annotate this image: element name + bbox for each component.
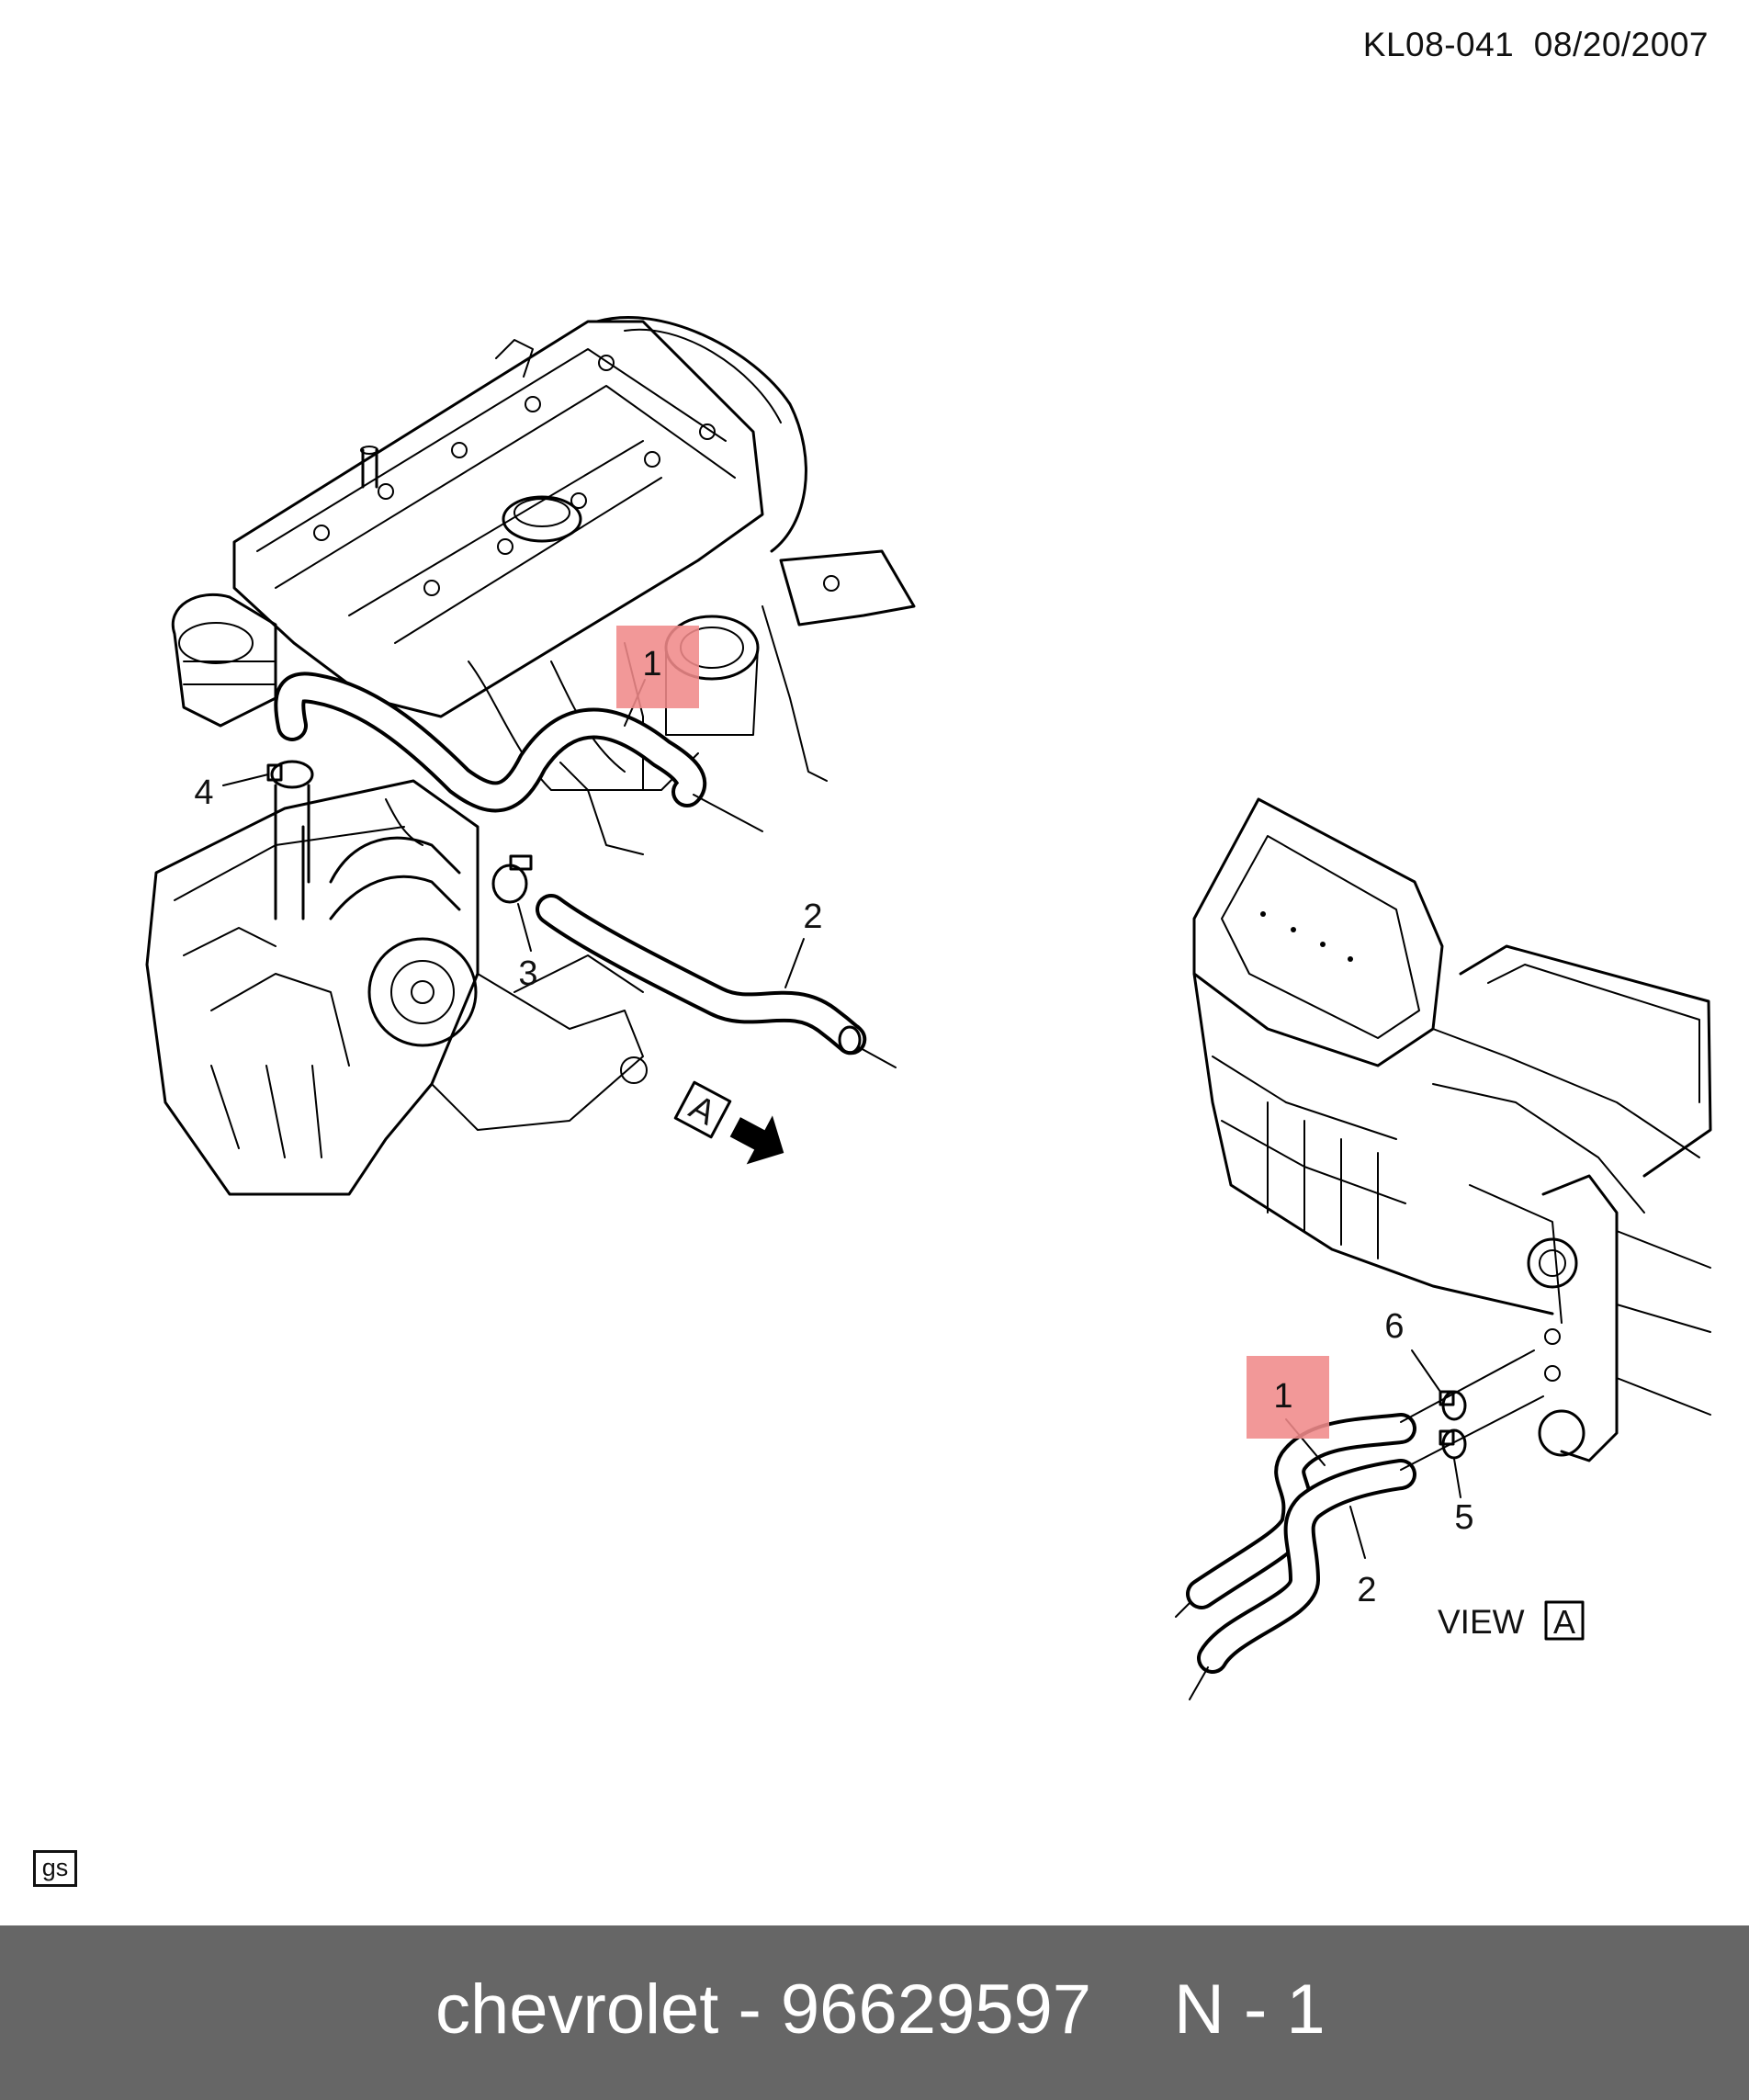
footer-bar: chevrolet - 96629597 N - 1: [0, 1925, 1749, 2100]
callout-4: 4: [194, 773, 213, 812]
callout-1-upper: 1: [642, 645, 661, 683]
hose-clamp-3: [491, 854, 533, 952]
callout-5: 5: [1454, 1498, 1473, 1537]
callout-1-lower: 1: [1273, 1377, 1292, 1416]
heater-hose-outlet-engine: [536, 894, 897, 1068]
callout-3: 3: [518, 954, 537, 993]
view-label: VIEW: [1438, 1603, 1525, 1641]
parts-diagram: A: [145, 316, 1712, 1700]
gs-badge: gs: [33, 1850, 77, 1887]
drawing-code: KL08-041 08/20/2007: [1362, 26, 1709, 63]
footer-brand-part: chevrolet - 96629597: [435, 1970, 1092, 2049]
callout-2-upper: 2: [803, 898, 822, 936]
callout-2-lower: 2: [1357, 1571, 1376, 1609]
hose-clamps-5-6: [1411, 1349, 1467, 1498]
cover-bolts: [313, 355, 716, 596]
hose-clamp-4: [222, 760, 314, 884]
hvac-module: [1192, 797, 1712, 1462]
footer-code: N - 1: [1174, 1970, 1326, 2049]
view-direction-arrow: A: [673, 1080, 784, 1165]
highlight-part1-lower: [1247, 1356, 1329, 1439]
heater-hose-inlet-engine: [274, 672, 763, 832]
view-label-letter: A: [1553, 1603, 1575, 1641]
callout-6: 6: [1384, 1307, 1404, 1346]
heater-hoses-view-a: [1175, 1349, 1544, 1700]
highlight-part1-upper: [616, 626, 699, 708]
